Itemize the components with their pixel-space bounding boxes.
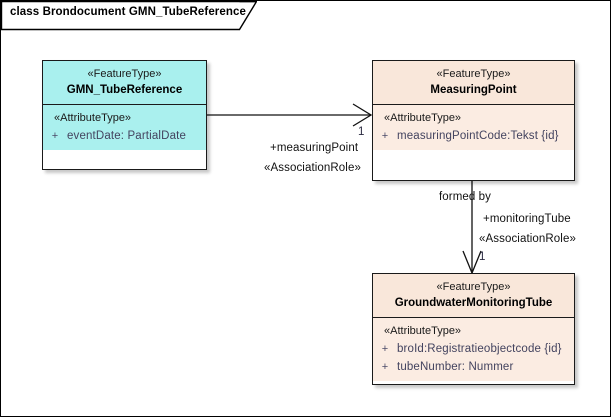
class-stereotype: «FeatureType» xyxy=(436,281,511,293)
diagram-title-tab: class Brondocument GMN_TubeReference xyxy=(1,1,257,31)
attribute-visibility: + xyxy=(381,343,389,355)
class-stereotype: «FeatureType» xyxy=(87,68,162,80)
attribute-text: tubeNumber: Nummer xyxy=(397,361,514,373)
class-name: MeasuringPoint xyxy=(430,84,517,96)
class-header-measuringpoint: «FeatureType» MeasuringPoint xyxy=(373,61,574,105)
class-name: GroundwaterMonitoringTube xyxy=(394,297,553,309)
attribute-row: + tubeNumber: Nummer xyxy=(373,358,574,376)
class-stereotype: «FeatureType» xyxy=(436,68,511,80)
attribute-text: measuringPointCode:Tekst {id} xyxy=(397,130,559,142)
attribute-stereotype: «AttributeType» xyxy=(384,325,462,337)
attribute-visibility: + xyxy=(381,130,389,142)
class-attributes-measuringpoint: «AttributeType» + measuringPointCode:Tek… xyxy=(373,105,574,150)
role-label-measuringpoint: +measuringPoint xyxy=(270,142,359,154)
class-box-measuringpoint[interactable]: «FeatureType» MeasuringPoint «AttributeT… xyxy=(372,60,575,181)
attribute-visibility: + xyxy=(381,361,389,373)
role-label-monitoringtube: +monitoringTube xyxy=(483,213,571,225)
attribute-stereotype: «AttributeType» xyxy=(384,112,462,124)
attribute-text: broId:Registratieobjectcode {id} xyxy=(397,343,562,355)
attribute-row: + measuringPointCode:Tekst {id} xyxy=(373,127,574,145)
title-tab-shape xyxy=(1,1,257,31)
attribute-stereotype: «AttributeType» xyxy=(54,112,132,124)
attribute-row: + eventDate: PartialDate xyxy=(43,127,206,145)
attribute-text: eventDate: PartialDate xyxy=(67,130,187,142)
stereotype-label-monitoringtube: «AssociationRole» xyxy=(479,233,576,245)
class-attributes-gmn-tubereference: «AttributeType» + eventDate: PartialDate xyxy=(43,105,206,150)
class-attributes-groundwatermonitoringtube: «AttributeType» + broId:Registratieobjec… xyxy=(373,318,574,381)
attribute-visibility: + xyxy=(51,130,59,142)
attribute-row: + broId:Registratieobjectcode {id} xyxy=(373,340,574,358)
page-title: class Brondocument GMN_TubeReference xyxy=(10,6,246,18)
stereotype-label-measuringpoint: «AssociationRole» xyxy=(264,162,361,174)
class-header-gmn-tubereference: «FeatureType» GMN_TubeReference xyxy=(43,61,206,105)
association-name-monitoringtube: formed by xyxy=(439,191,492,203)
arrowhead-measuringpoint xyxy=(352,103,373,127)
class-box-groundwatermonitoringtube[interactable]: «FeatureType» GroundwaterMonitoringTube … xyxy=(372,273,575,385)
class-box-gmn-tubereference[interactable]: «FeatureType» GMN_TubeReference «Attribu… xyxy=(42,60,207,170)
class-header-groundwatermonitoringtube: «FeatureType» GroundwaterMonitoringTube xyxy=(373,274,574,318)
class-name: GMN_TubeReference xyxy=(66,84,183,96)
multiplicity-monitoringtube: 1 xyxy=(479,251,486,263)
multiplicity-measuringpoint: 1 xyxy=(358,126,365,138)
